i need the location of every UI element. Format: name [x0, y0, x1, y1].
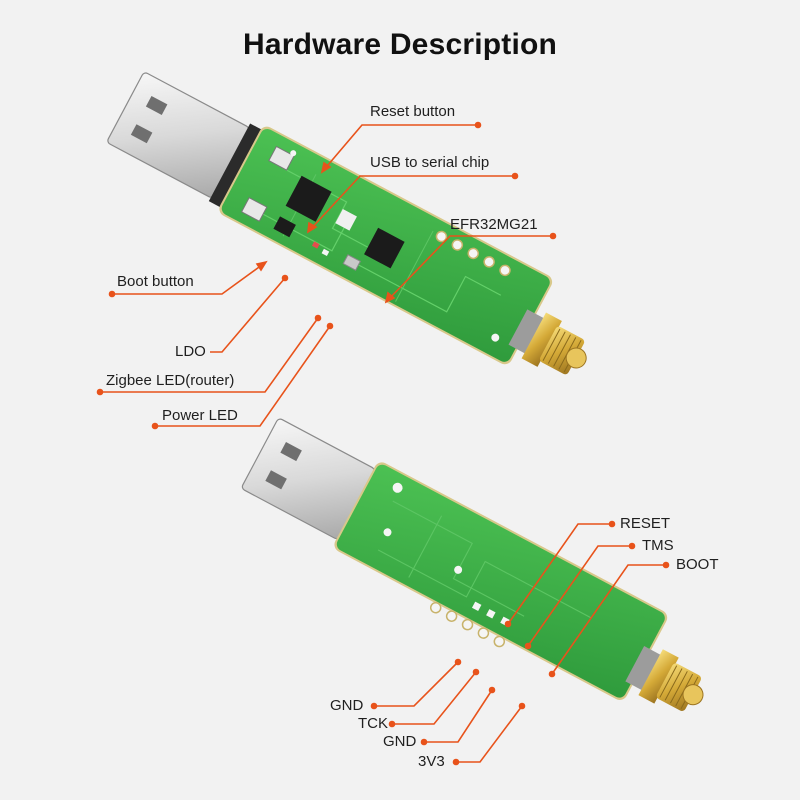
- top-sma-connector: [508, 309, 587, 375]
- label-zigbee-led: Zigbee LED(router): [106, 372, 235, 389]
- bottom-sma-connector: [625, 646, 704, 711]
- bottom-leader-lines: [370, 520, 670, 766]
- label-gnd-pin-2: GND: [383, 733, 417, 750]
- top-dongle: [107, 72, 587, 375]
- label-ldo: LDO: [175, 343, 206, 360]
- label-boot-button: Boot button: [117, 273, 194, 290]
- label-reset-pin: RESET: [620, 515, 671, 532]
- page-title: Hardware Description: [242, 28, 558, 61]
- label-power-led: Power LED: [162, 407, 238, 424]
- top-leader-lines: [96, 121, 557, 430]
- label-3v3-pin: 3V3: [418, 753, 445, 770]
- label-gnd-pin-1: GND: [330, 697, 364, 714]
- label-tms-pin: TMS: [642, 537, 674, 554]
- label-boot-pin: BOOT: [676, 556, 719, 573]
- label-reset-button: Reset button: [370, 103, 456, 120]
- bottom-pcb: [334, 462, 668, 700]
- label-usb-to-serial-chip: USB to serial chip: [370, 154, 490, 171]
- label-tck-pin: TCK: [358, 715, 388, 732]
- top-usb-connector: [107, 72, 263, 208]
- top-pcb: [219, 126, 553, 365]
- label-efr32mg21: EFR32MG21: [450, 216, 538, 233]
- bottom-dongle: [241, 418, 704, 711]
